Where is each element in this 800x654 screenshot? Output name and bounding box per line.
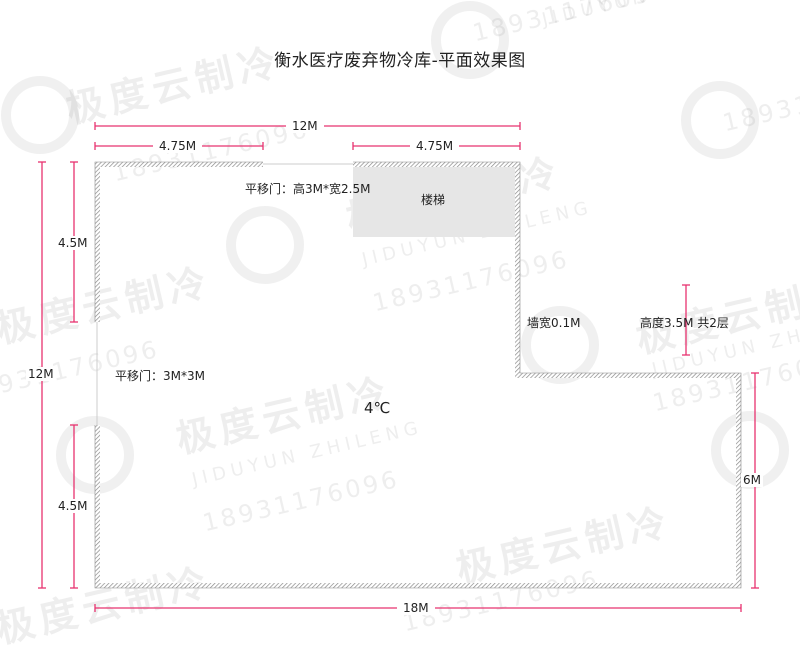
dim-left-lower: 4.5M bbox=[57, 499, 89, 513]
dim-left-total: 12M bbox=[26, 367, 56, 381]
height-label: 高度3.5M 共2层 bbox=[640, 316, 729, 330]
stairs-label: 楼梯 bbox=[421, 193, 446, 207]
dim-bottom-total: 18M bbox=[397, 601, 435, 615]
sliding-door-top-label: 平移门：高3M*宽2.5M bbox=[245, 182, 371, 196]
walls bbox=[95, 162, 741, 588]
dim-top-total: 12M bbox=[286, 119, 324, 133]
dim-top-right: 4.75M bbox=[410, 139, 460, 153]
stairs-area bbox=[353, 167, 515, 237]
sliding-door-left-label: 平移门：3M*3M bbox=[115, 369, 205, 383]
page-title: 衡水医疗废弃物冷库-平面效果图 bbox=[274, 51, 526, 71]
wall-width-label: 墙宽0.1M bbox=[527, 316, 581, 330]
temperature-label: 4℃ bbox=[364, 399, 391, 417]
dim-left-upper: 4.5M bbox=[57, 236, 89, 250]
watermark-logos bbox=[1, 1, 789, 494]
dim-right-lower: 6M bbox=[741, 473, 763, 487]
dim-top-left: 4.75M bbox=[153, 139, 203, 153]
